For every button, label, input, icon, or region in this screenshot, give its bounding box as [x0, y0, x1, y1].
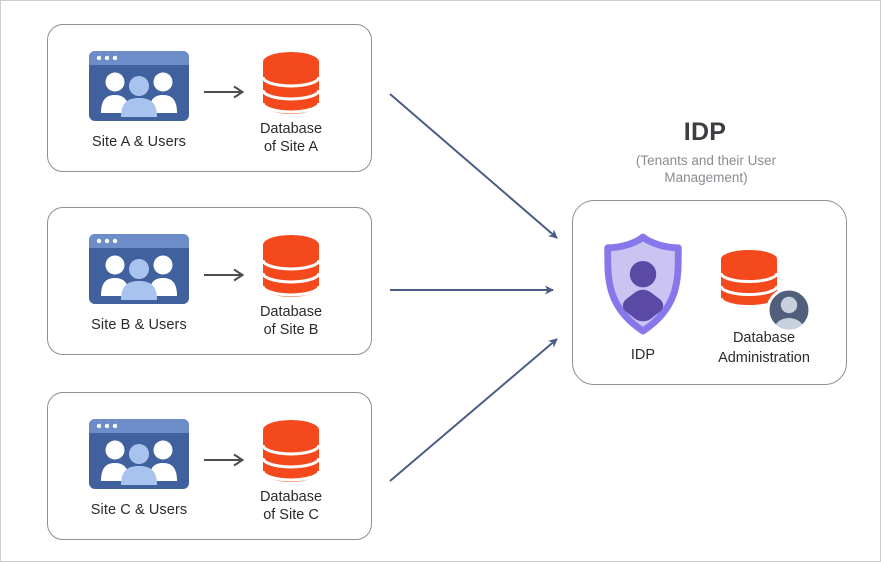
admin-label-line1: Database	[732, 330, 796, 346]
idp-title: IDP	[683, 118, 727, 146]
arrow-right-icon	[204, 268, 245, 282]
db-admin-label: Database Administration	[691, 328, 837, 368]
site-a-card: Site A & Users Database of Site A	[47, 24, 372, 172]
browser-users-icon	[89, 419, 189, 489]
db-label-line2: of Site B	[263, 322, 319, 338]
db-label-line1: Database	[259, 121, 323, 137]
idp-shield-label: IDP	[630, 347, 656, 363]
shield-user-icon	[604, 233, 682, 335]
site-label: Site B & Users	[91, 317, 187, 333]
site-b-card: Site B & Users Database of Site B	[47, 207, 372, 355]
db-label-line1: Database	[259, 489, 323, 505]
site-db-label: Database of Site B	[231, 303, 351, 339]
database-icon	[261, 52, 321, 114]
site-label: Site C & Users	[90, 502, 188, 518]
site-db-label: Database of Site C	[231, 488, 351, 524]
admin-label-line2: Administration	[718, 350, 810, 366]
site-label: Site A & Users	[91, 134, 187, 150]
database-admin-icon	[719, 250, 812, 333]
idp-box: IDP Database Administration	[572, 200, 847, 385]
site-db-label: Database of Site A	[231, 120, 351, 156]
db-label-line2: of Site C	[263, 507, 319, 523]
database-icon	[261, 235, 321, 297]
idp-subtitle: (Tenants and their User Management)	[635, 153, 777, 185]
browser-users-icon	[89, 51, 189, 121]
arrow-right-icon	[204, 453, 245, 467]
database-icon	[261, 420, 321, 482]
arrow-right-icon	[204, 85, 245, 99]
db-label-line1: Database	[259, 304, 323, 320]
site-c-card: Site C & Users Database of Site C	[47, 392, 372, 540]
db-label-line2: of Site A	[263, 139, 318, 155]
browser-users-icon	[89, 234, 189, 304]
